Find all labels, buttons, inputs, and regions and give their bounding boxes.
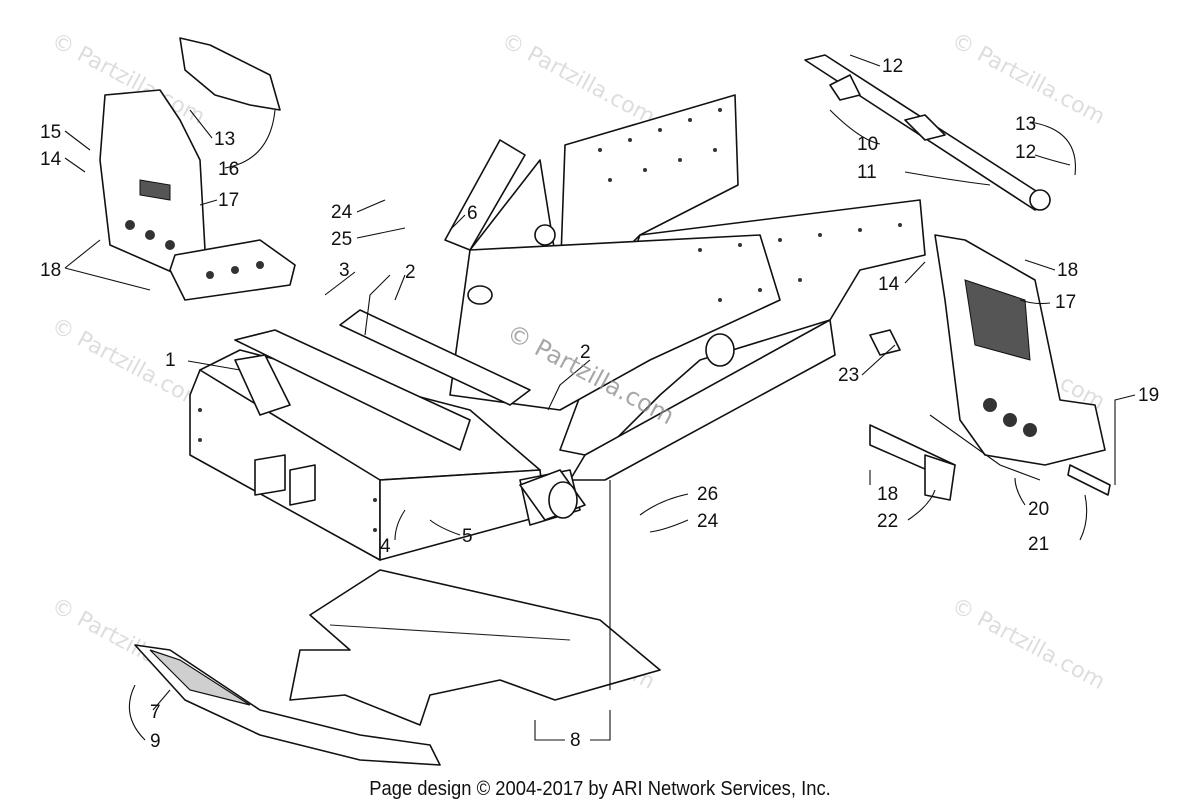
leader-lines [64, 54, 1136, 741]
left-footrest [99, 37, 296, 301]
callout-10: 10 [857, 134, 878, 155]
rail-holes [198, 108, 902, 532]
callout-14: 14 [878, 274, 900, 295]
callout-2: 2 [405, 262, 416, 283]
callout-6: 6 [467, 203, 478, 224]
callout-8: 8 [570, 730, 581, 751]
callout-18: 18 [40, 260, 61, 281]
callout-18: 18 [877, 484, 898, 505]
callout-13: 13 [214, 129, 235, 150]
callout-5: 5 [462, 526, 473, 547]
callout-16: 16 [218, 159, 239, 180]
watermark: © Partzilla.com [497, 28, 659, 130]
callout-22: 22 [877, 511, 898, 532]
callout-18: 18 [1057, 260, 1078, 281]
callout-3: 3 [339, 260, 350, 281]
callout-12: 12 [1015, 142, 1036, 163]
callout-4: 4 [380, 536, 391, 557]
callout-12: 12 [882, 56, 903, 77]
callout-23: 23 [838, 365, 859, 386]
watermark: © Partzilla.com [947, 593, 1109, 695]
callout-13: 13 [1015, 114, 1036, 135]
chassis-frame [189, 94, 926, 561]
callout-7: 7 [150, 702, 161, 723]
callout-24: 24 [697, 511, 719, 532]
callouts: 1 2 2 3 4 5 6 7 8 9 10 11 12 12 13 13 14… [40, 56, 1159, 752]
callout-11: 11 [857, 162, 877, 183]
callout-1: 1 [165, 350, 176, 371]
watermark: © Partzilla.com [47, 313, 209, 415]
front-skid [134, 644, 441, 766]
callout-17: 17 [218, 190, 239, 211]
callout-21: 21 [1028, 534, 1049, 555]
steering-post [804, 54, 1051, 211]
callout-14: 14 [40, 149, 62, 170]
callout-20: 20 [1028, 499, 1049, 520]
callout-2: 2 [580, 342, 591, 363]
callout-24: 24 [331, 202, 353, 223]
belly-pan [289, 569, 661, 726]
callout-19: 19 [1138, 385, 1159, 406]
callout-9: 9 [150, 731, 161, 752]
callout-26: 26 [697, 484, 718, 505]
callout-25: 25 [331, 229, 352, 250]
callout-15: 15 [40, 122, 61, 143]
right-footrest [869, 234, 1111, 501]
callout-17: 17 [1055, 292, 1076, 313]
footer-copyright: Page design © 2004-2017 by ARI Network S… [369, 778, 831, 800]
